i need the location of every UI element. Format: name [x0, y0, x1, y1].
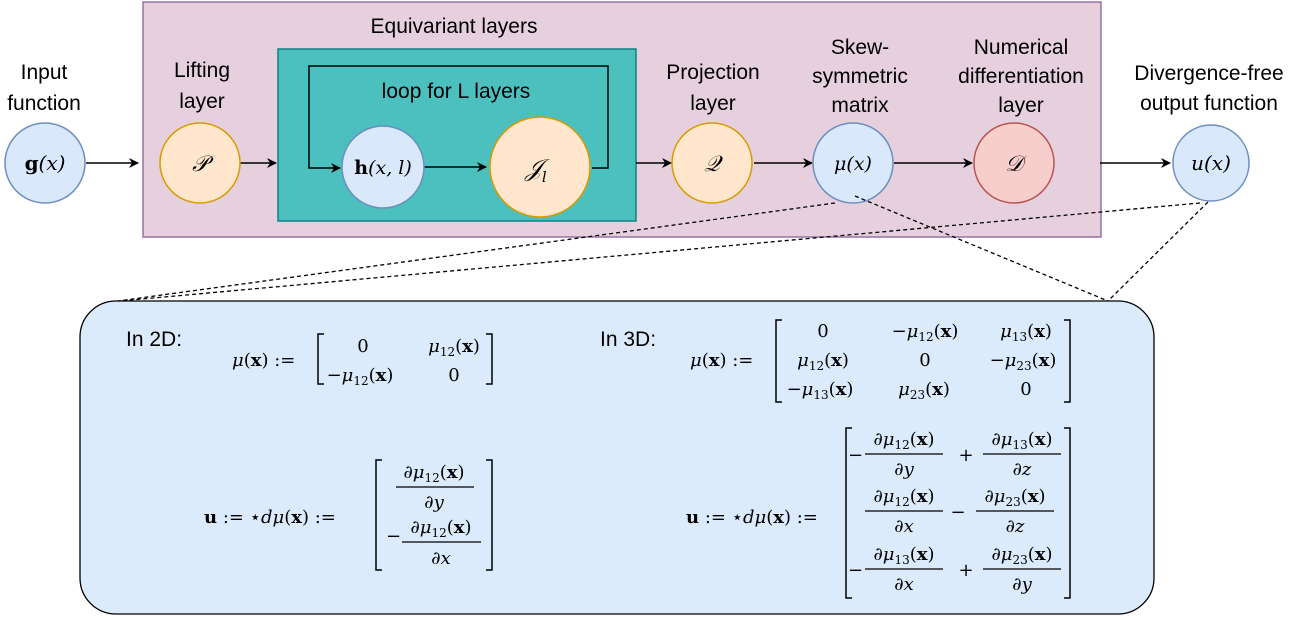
- svg-text:∂y: ∂y: [1012, 574, 1032, 595]
- loop-box: [277, 48, 637, 222]
- zoom-line-1: [117, 202, 836, 302]
- input-node-label: g(x): [25, 151, 66, 175]
- projection-node: [671, 122, 753, 204]
- label-in-3d: In 3D:: [600, 328, 656, 351]
- svg-text:−μ13(x): −μ13(x): [787, 379, 854, 402]
- svg-text:∂μ23(x): ∂μ23(x): [984, 486, 1045, 509]
- loop-feedback-arrow: [308, 65, 609, 173]
- skew-matrix-node-label: μ(x): [834, 153, 872, 175]
- svg-text:∂μ12(x): ∂μ12(x): [873, 429, 934, 452]
- svg-text:∂μ13(x): ∂μ13(x): [873, 544, 934, 567]
- label-in-2d: In 2D:: [126, 328, 182, 351]
- svg-text:−μ12(x): −μ12(x): [327, 365, 394, 388]
- svg-text:u := ⋆dμ(x) :=: u := ⋆dμ(x) :=: [204, 507, 336, 528]
- hidden-state-node: [341, 125, 425, 209]
- hidden-state-node-label: h(x, l): [354, 157, 412, 179]
- equation-2d-matrix: μ(x) := 0 μ12(x) −μ12(x) 0: [232, 333, 493, 388]
- svg-text:∂μ12(x): ∂μ12(x): [873, 486, 934, 509]
- svg-text:μ23(x): μ23(x): [898, 379, 950, 402]
- svg-text:0: 0: [919, 350, 930, 371]
- svg-text:−: −: [950, 502, 965, 523]
- numdiff-node: [973, 122, 1055, 204]
- skew-matrix-node: [812, 122, 894, 204]
- loop-label: loop for L layers: [382, 80, 531, 103]
- svg-text:μ(x) :=: μ(x) :=: [690, 350, 753, 371]
- svg-text:∂y: ∂y: [424, 492, 444, 513]
- equation-3d-matrix: μ(x) := 0 −μ12(x) μ13(x) μ12(x) 0 −μ23(x…: [690, 319, 1071, 403]
- zoom-line-4: [1107, 201, 1209, 302]
- detail-box: [79, 300, 1155, 615]
- lifting-node: [159, 122, 241, 204]
- svg-text:μ(x) :=: μ(x) :=: [232, 350, 295, 371]
- svg-text:0: 0: [817, 321, 828, 342]
- projection-node-symbol: 𝒬: [704, 152, 723, 177]
- svg-text:0: 0: [357, 336, 368, 357]
- svg-text:−: −: [386, 526, 401, 547]
- svg-text:0: 0: [1020, 379, 1031, 400]
- svg-text:∂x: ∂x: [894, 574, 913, 595]
- zoom-line-2: [119, 202, 1201, 302]
- svg-text:∂μ12(x): ∂μ12(x): [403, 462, 464, 485]
- svg-text:∂x: ∂x: [431, 548, 450, 569]
- svg-text:∂μ12(x): ∂μ12(x): [410, 517, 471, 540]
- svg-text:∂μ23(x): ∂μ23(x): [991, 544, 1052, 567]
- svg-text:−: −: [848, 560, 863, 581]
- svg-text:0: 0: [448, 365, 459, 386]
- svg-text:u := ⋆dμ(x) :=: u := ⋆dμ(x) :=: [686, 507, 818, 528]
- equation-2d-u: u := ⋆dμ(x) := ∂μ12(x) ∂y − ∂μ12(x) ∂x: [204, 459, 493, 571]
- numdiff-node-symbol: 𝒟: [1005, 152, 1027, 177]
- svg-text:∂z: ∂z: [1006, 516, 1025, 537]
- input-node: [4, 122, 86, 204]
- svg-text:∂z: ∂z: [1013, 459, 1032, 480]
- svg-text:−μ23(x): −μ23(x): [990, 350, 1057, 373]
- svg-text:∂y: ∂y: [894, 459, 914, 480]
- svg-text:+: +: [958, 560, 973, 581]
- svg-text:−μ12(x): −μ12(x): [892, 321, 959, 344]
- output-node-label: u(x): [1191, 151, 1231, 175]
- svg-text:∂x: ∂x: [894, 516, 913, 537]
- equivariant-layers-title: Equivariant layers: [371, 15, 538, 38]
- svg-text:∂μ13(x): ∂μ13(x): [991, 429, 1052, 452]
- equation-3d-u: u := ⋆dμ(x) := − ∂μ12(x) ∂y + ∂μ13(x) ∂z…: [686, 427, 1071, 599]
- output-node: [1172, 124, 1250, 202]
- zoom-line-3: [854, 195, 1109, 302]
- svg-text:−: −: [848, 445, 863, 466]
- kernel-node: [489, 116, 591, 218]
- svg-text:+: +: [958, 445, 973, 466]
